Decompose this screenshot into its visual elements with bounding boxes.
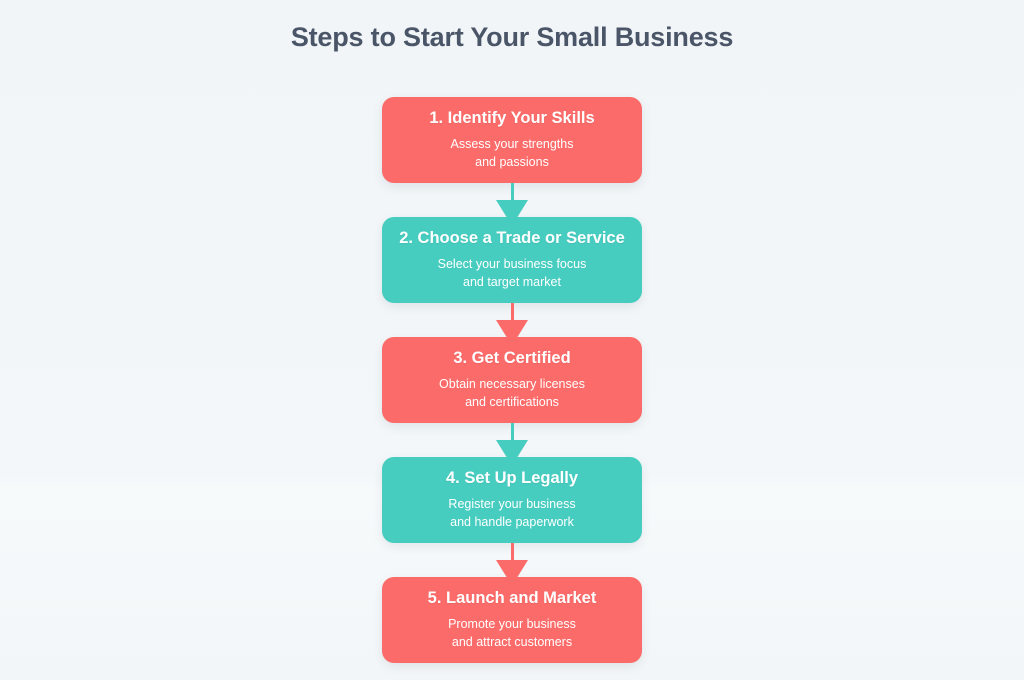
step-subtitle: Assess your strengths and passions: [451, 136, 574, 172]
step-subtitle-line-1: Select your business focus: [437, 256, 587, 271]
step-title: 1. Identify Your Skills: [429, 108, 595, 127]
connector-stem: [510, 303, 514, 320]
step-box: 2. Choose a Trade or Service Select your…: [382, 217, 642, 303]
step-box: 4. Set Up Legally Register your business…: [382, 457, 642, 543]
step-subtitle-line-2: and target market: [463, 274, 561, 289]
step-subtitle-line-2: and handle paperwork: [450, 514, 574, 529]
step-title: 3. Get Certified: [453, 348, 571, 367]
connector: [496, 423, 528, 457]
step-subtitle-line-1: Promote your business: [448, 616, 576, 631]
step-title: 2. Choose a Trade or Service: [399, 228, 625, 247]
step-subtitle-line-2: and passions: [475, 154, 549, 169]
step-box: 5. Launch and Market Promote your busine…: [382, 577, 642, 663]
step-subtitle: Obtain necessary licenses and certificat…: [439, 376, 585, 412]
connector: [496, 543, 528, 577]
step-subtitle: Register your business and handle paperw…: [448, 496, 575, 532]
step-subtitle-line-1: Obtain necessary licenses: [439, 376, 585, 391]
connector-stem: [510, 423, 514, 440]
connector: [496, 303, 528, 337]
step-box: 3. Get Certified Obtain necessary licens…: [382, 337, 642, 423]
connector-stem: [510, 543, 514, 560]
arrow-down-icon: [496, 560, 528, 577]
arrow-down-icon: [496, 440, 528, 457]
step-subtitle: Select your business focus and target ma…: [438, 256, 587, 292]
step-subtitle-line-2: and certifications: [465, 394, 559, 409]
step-subtitle-line-1: Assess your strengths: [450, 136, 574, 151]
connector-stem: [510, 183, 514, 200]
page-title: Steps to Start Your Small Business: [290, 22, 734, 52]
step-subtitle-line-2: and attract customers: [451, 634, 573, 649]
step-title: 5. Launch and Market: [427, 588, 597, 607]
step-subtitle: Promote your business and attract custom…: [448, 616, 576, 652]
step-subtitle-line-1: Register your business: [448, 496, 576, 511]
step-box: 1. Identify Your Skills Assess your stre…: [382, 97, 642, 183]
step-title: 4. Set Up Legally: [445, 468, 579, 487]
arrow-down-icon: [496, 320, 528, 337]
connector: [496, 183, 528, 217]
arrow-down-icon: [496, 200, 528, 217]
flowchart: 1. Identify Your Skills Assess your stre…: [0, 97, 1024, 663]
